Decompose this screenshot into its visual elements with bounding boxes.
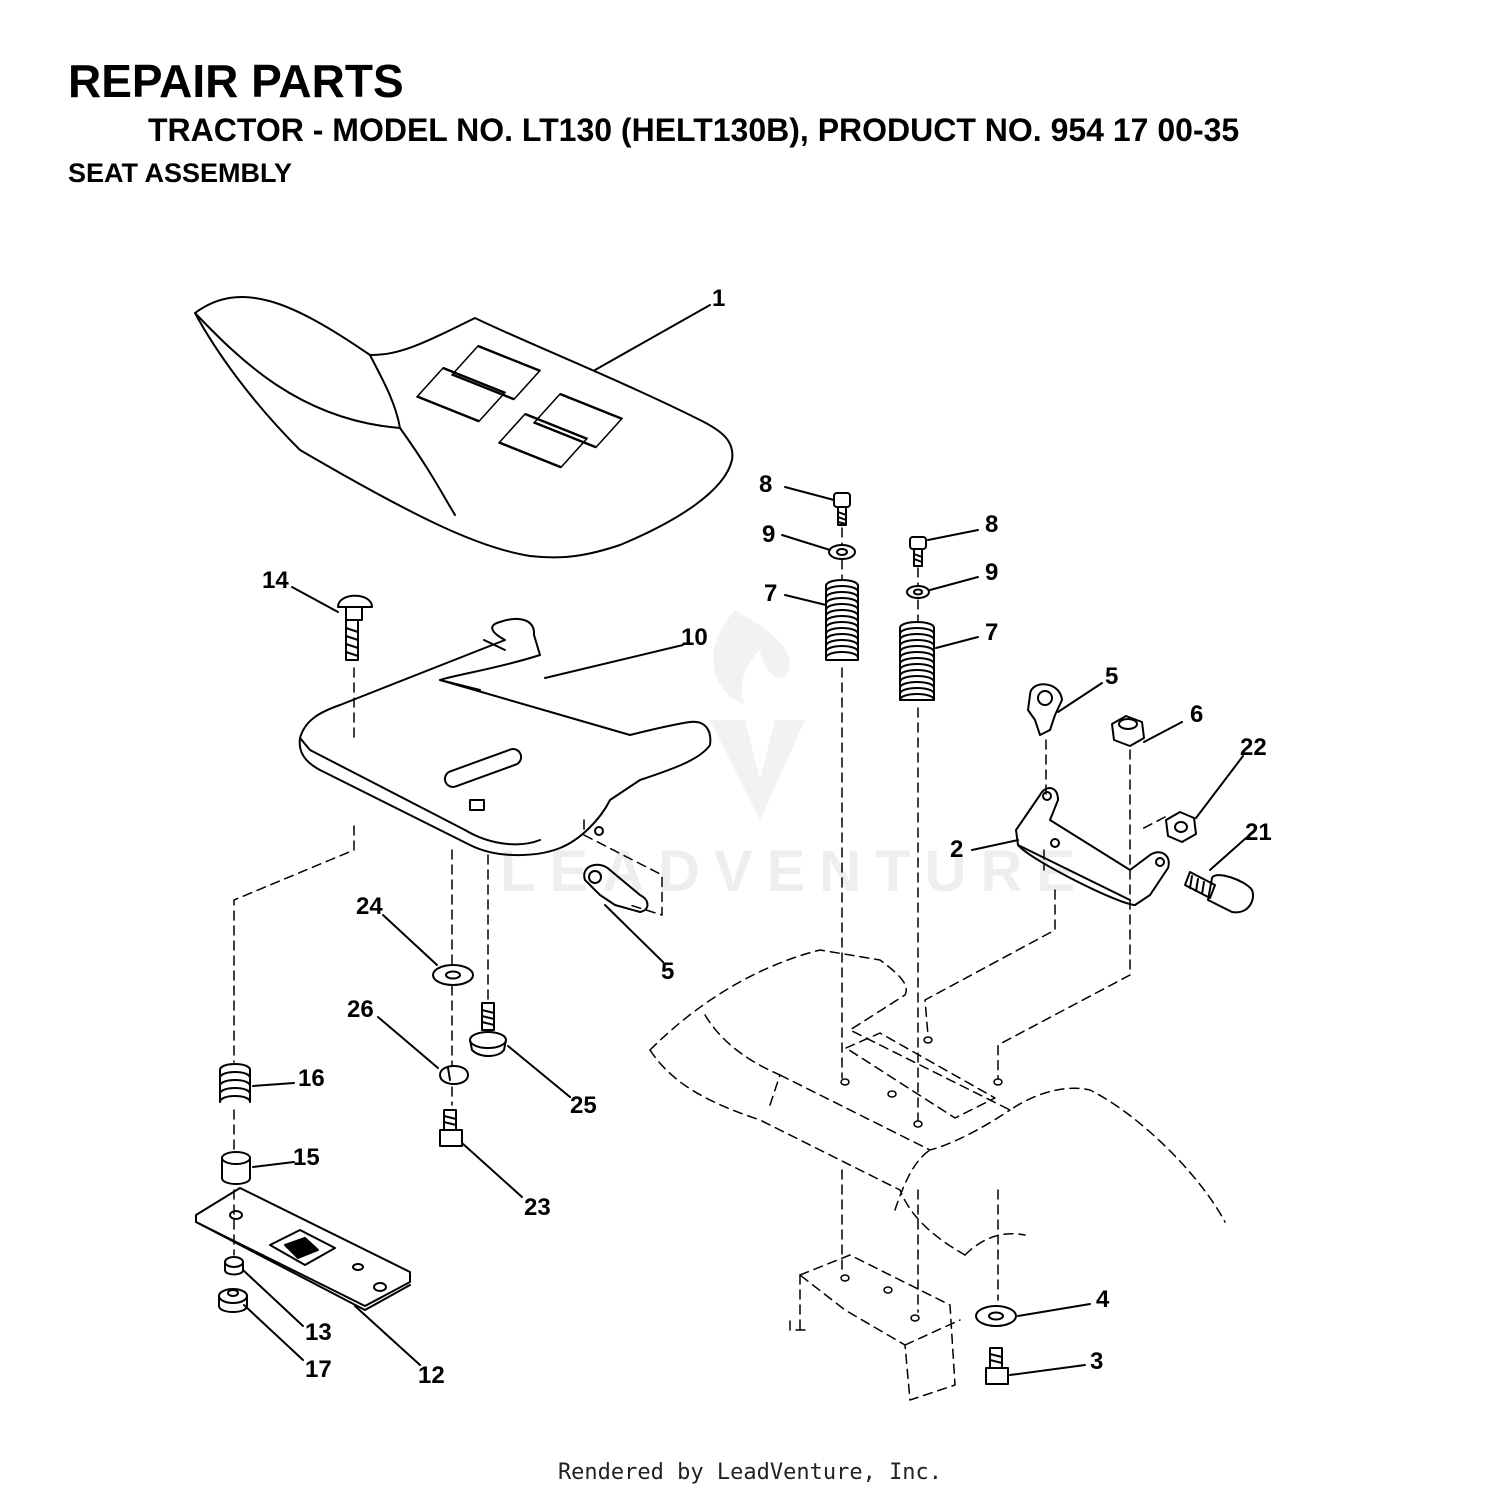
part-shoulder-screw <box>469 1002 507 1057</box>
callout-3: 3 <box>1090 1348 1103 1375</box>
part-nut <box>1111 715 1145 747</box>
callout-1: 1 <box>712 285 725 312</box>
callout-12: 12 <box>418 1362 445 1389</box>
part-spacer <box>221 1151 251 1185</box>
callout-7-right: 7 <box>985 619 998 646</box>
part-switch-clip-right <box>1027 683 1063 736</box>
part-seat <box>194 296 734 559</box>
part-bolt-left <box>833 492 851 526</box>
callout-4: 4 <box>1096 1286 1110 1313</box>
callout-26: 26 <box>347 996 374 1023</box>
callout-13: 13 <box>305 1319 332 1346</box>
part-carriage-bolt <box>337 594 373 661</box>
section-title: SEAT ASSEMBLY <box>68 158 293 188</box>
fender-holes <box>840 1036 1003 1322</box>
part-hex-bolt-3 <box>985 1347 1009 1385</box>
part-spring-right <box>899 621 935 701</box>
callout-2: 2 <box>950 836 963 863</box>
footer-credit: Rendered by LeadVenture, Inc. <box>557 1460 943 1485</box>
watermark-logo-icon <box>710 610 805 820</box>
part-shoulder-bolt <box>1184 871 1254 914</box>
callout-8-left: 8 <box>759 471 772 498</box>
callout-14: 14 <box>262 567 289 594</box>
part-bolt-right <box>909 536 927 567</box>
page-title: REPAIR PARTS <box>68 55 404 107</box>
part-bracket <box>1015 787 1170 906</box>
part-lock-nut <box>1165 811 1197 843</box>
callout-23: 23 <box>524 1194 551 1221</box>
part-hex-screw <box>439 1109 463 1147</box>
part-flat-washer <box>432 964 474 986</box>
part-switch-clip-left <box>583 863 649 913</box>
callout-21: 21 <box>1245 819 1272 846</box>
callout-6: 6 <box>1190 701 1203 728</box>
callout-9-left: 9 <box>762 521 775 548</box>
callout-25: 25 <box>570 1092 597 1119</box>
callout-9-right: 9 <box>985 559 998 586</box>
part-washer-4 <box>975 1305 1017 1327</box>
callout-16: 16 <box>298 1065 325 1092</box>
part-nut-17 <box>218 1288 248 1313</box>
assembly-lines <box>233 527 1166 1313</box>
part-slide-plate <box>195 1187 411 1311</box>
part-washer-left <box>828 544 856 560</box>
part-fender-outline <box>649 949 1226 1401</box>
callout-10: 10 <box>681 624 708 651</box>
callout-17: 17 <box>305 1356 332 1383</box>
callout-15: 15 <box>293 1144 320 1171</box>
part-nut-13 <box>224 1256 244 1276</box>
part-lock-washer <box>439 1065 469 1085</box>
part-spring-left <box>825 579 859 661</box>
page-subtitle: TRACTOR - MODEL NO. LT130 (HELT130B), PR… <box>148 112 1240 148</box>
callout-24: 24 <box>356 893 383 920</box>
callout-leaders <box>242 304 1247 1376</box>
callout-5-right: 5 <box>1105 663 1118 690</box>
callout-7-left: 7 <box>764 580 777 607</box>
callout-labels: 1 8 9 8 9 7 7 14 10 5 6 22 2 21 5 24 26 … <box>262 285 1272 1389</box>
callout-22: 22 <box>1240 734 1267 761</box>
callout-5-left: 5 <box>661 958 674 985</box>
part-seat-pan <box>298 617 712 857</box>
callout-8-right: 8 <box>985 511 998 538</box>
part-washer-right <box>906 585 930 599</box>
part-compression-spring <box>219 1063 251 1103</box>
